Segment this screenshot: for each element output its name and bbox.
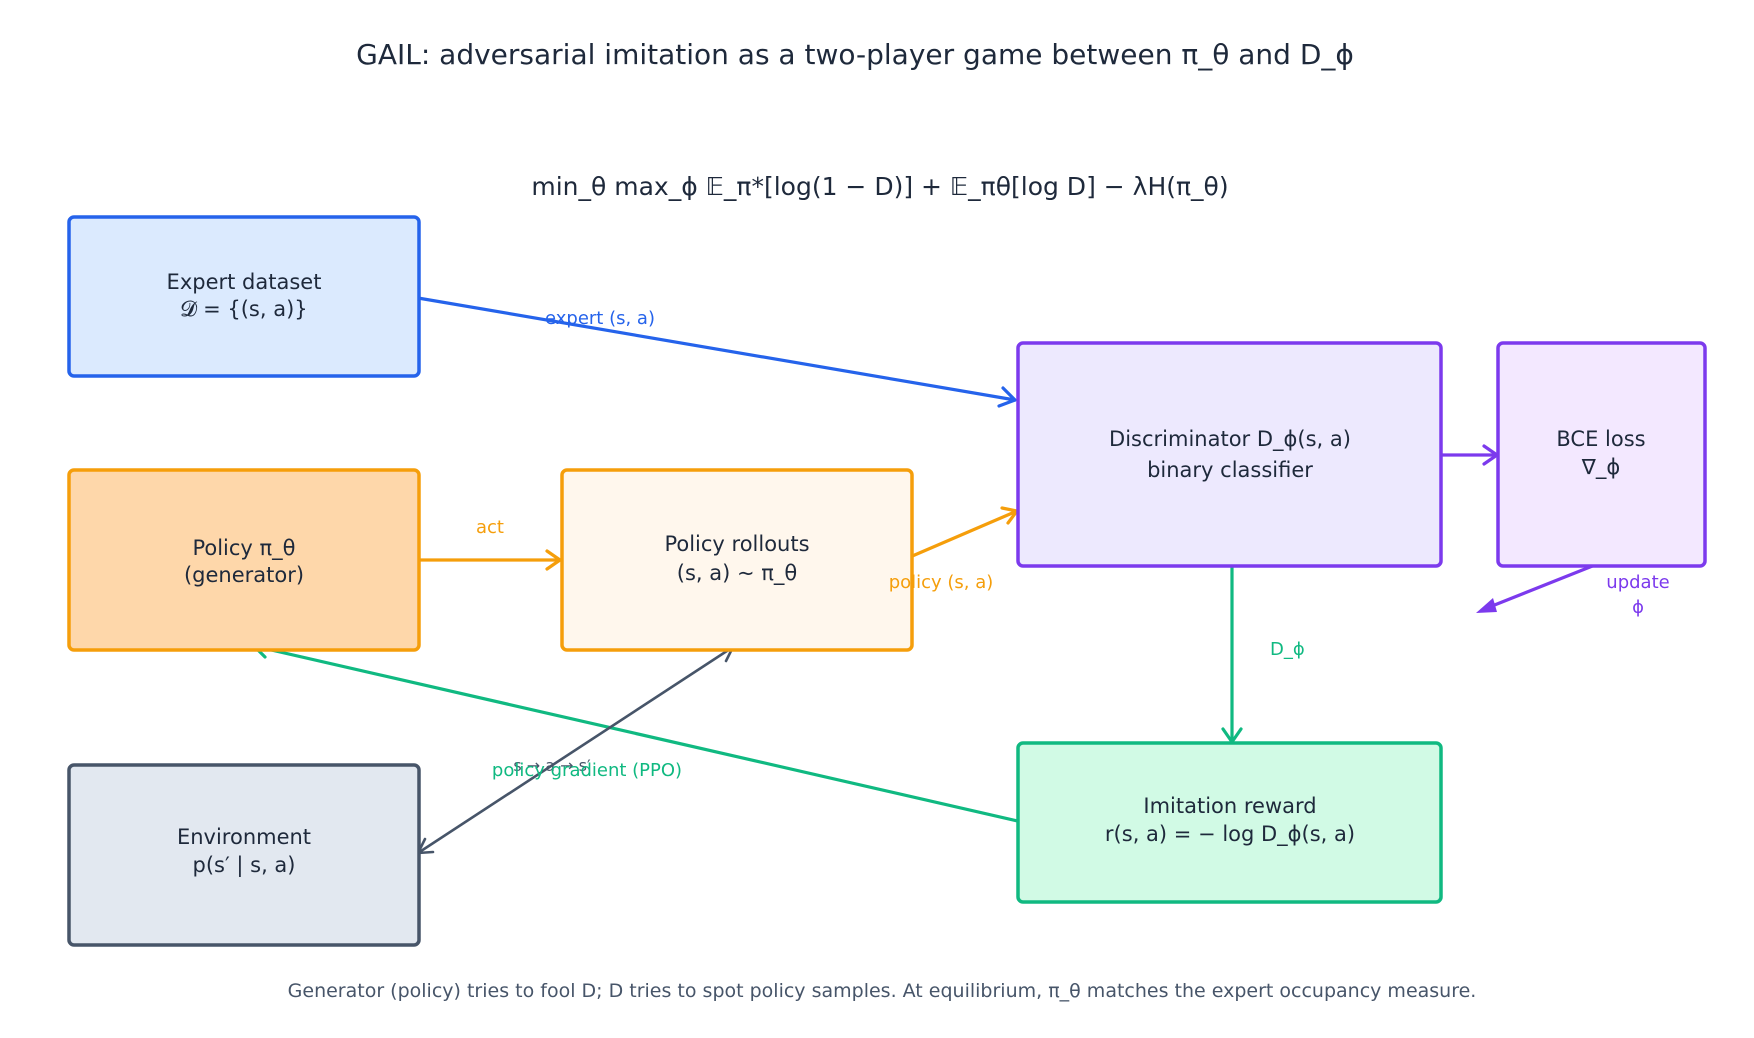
diagram-caption: Generator (policy) tries to fool D; D tr… bbox=[288, 980, 1477, 1002]
node-title: Policy rollouts bbox=[664, 532, 809, 556]
node-expert-dataset: Expert dataset 𝓓 = {(s, a)} bbox=[67, 215, 421, 378]
node-box bbox=[1016, 341, 1443, 568]
edge-label-act: act bbox=[476, 517, 504, 538]
edge-label-update: update bbox=[1606, 572, 1669, 593]
edge-label-policy-gradient: policy gradient (PPO) bbox=[492, 760, 682, 781]
node-box bbox=[1496, 341, 1707, 568]
node-imitation-reward: Imitation reward r(s, a) = − log D_ϕ(s, … bbox=[1016, 741, 1443, 904]
node-policy-rollouts: Policy rollouts (s, a) ∼ π_θ bbox=[560, 468, 914, 652]
node-subtitle: binary classifier bbox=[1147, 458, 1313, 482]
node-box bbox=[560, 468, 914, 652]
edge-bce-update bbox=[1476, 561, 1602, 613]
edge-discriminator-to-reward bbox=[1221, 564, 1243, 744]
edge-line bbox=[416, 645, 735, 855]
node-subtitle: 𝓓 = {(s, a)} bbox=[180, 297, 307, 321]
node-title: Environment bbox=[177, 825, 311, 849]
edge-label-policy-sa: policy (s, a) bbox=[889, 572, 994, 593]
node-policy: Policy π_θ (generator) bbox=[67, 468, 421, 652]
node-subtitle: p(s′ | s, a) bbox=[192, 853, 295, 878]
edge-line bbox=[908, 509, 1019, 559]
node-box bbox=[67, 468, 421, 652]
node-title: Imitation reward bbox=[1143, 794, 1316, 818]
edge-discriminator-to-bce bbox=[1438, 444, 1499, 466]
arrowhead bbox=[1476, 598, 1497, 613]
node-title: Expert dataset bbox=[167, 270, 322, 294]
edge-label-expert-sa: expert (s, a) bbox=[545, 308, 655, 329]
node-title: BCE loss bbox=[1556, 427, 1645, 451]
node-box bbox=[67, 763, 421, 947]
edge-label-update-phi: ϕ bbox=[1632, 597, 1644, 618]
edge-label-env-loop: s → a → s′ bbox=[513, 756, 591, 775]
objective-formula: min_θ max_ϕ 𝔼_π*[log(1 − D)] + 𝔼_πθ[log … bbox=[531, 172, 1228, 201]
edge-label-d-phi: D_ϕ bbox=[1270, 639, 1305, 660]
node-subtitle: ∇_ϕ bbox=[1581, 455, 1620, 480]
edge-expert-to-discriminator bbox=[416, 296, 1017, 408]
node-subtitle: (s, a) ∼ π_θ bbox=[677, 561, 797, 586]
edge-rollouts-to-discriminator bbox=[908, 506, 1019, 559]
node-title: Discriminator D_ϕ(s, a) bbox=[1109, 427, 1351, 452]
edge-policy-to-rollouts bbox=[416, 549, 562, 571]
edge-environment-rollouts bbox=[416, 645, 735, 855]
edge-line bbox=[416, 296, 1017, 402]
arrowhead bbox=[545, 549, 562, 571]
node-bce-loss: BCE loss ∇_ϕ bbox=[1496, 341, 1707, 568]
node-title: Policy π_θ bbox=[192, 536, 295, 561]
edge-line bbox=[1480, 561, 1602, 612]
node-environment: Environment p(s′ | s, a) bbox=[67, 763, 421, 947]
edge-line bbox=[252, 644, 1024, 824]
node-box bbox=[67, 215, 421, 378]
diagram-title: GAIL: adversarial imitation as a two-pla… bbox=[356, 38, 1354, 71]
node-discriminator: Discriminator D_ϕ(s, a) binary classifie… bbox=[1016, 341, 1443, 568]
arrowhead bbox=[997, 386, 1017, 408]
node-box bbox=[1016, 741, 1443, 904]
node-subtitle: (generator) bbox=[184, 563, 304, 587]
node-subtitle: r(s, a) = − log D_ϕ(s, a) bbox=[1105, 822, 1355, 847]
